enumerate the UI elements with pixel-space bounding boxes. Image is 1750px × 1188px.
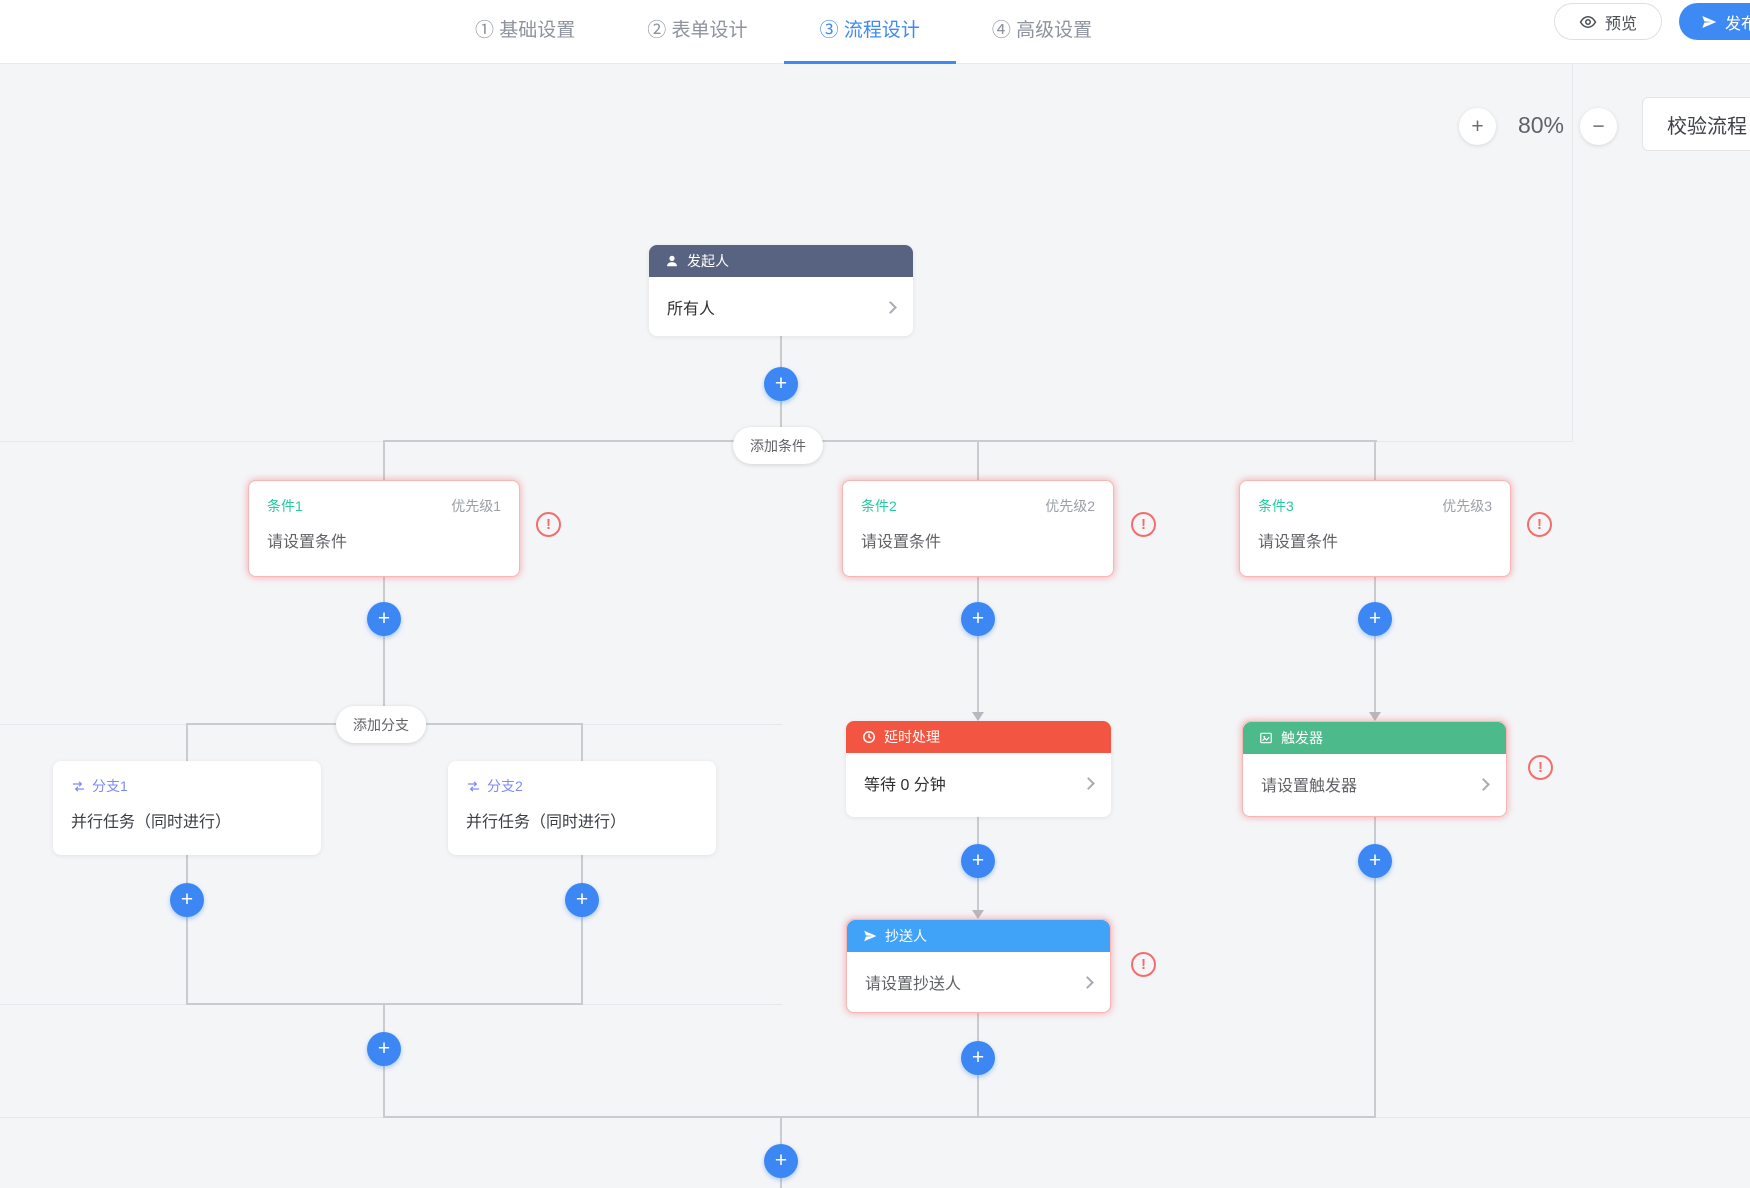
zoom-out-button[interactable]: − (1580, 108, 1617, 145)
trigger-node-header: 触发器 (1243, 722, 1506, 754)
connector-line (977, 577, 979, 713)
initiator-node-header: 发起人 (649, 245, 913, 277)
tab-advanced-settings[interactable]: ④ 高级设置 (991, 20, 1093, 41)
connector-line (383, 577, 385, 724)
condition-1-priority: 优先级1 (451, 498, 501, 514)
branch-1-node[interactable]: 分支1 并行任务（同时进行） (53, 761, 321, 855)
condition-1-node[interactable]: 条件1 优先级1 请设置条件 (248, 480, 520, 577)
tab-form-design[interactable]: ② 表单设计 (647, 20, 748, 41)
branch-2-value: 并行任务（同时进行） (466, 814, 627, 831)
warning-icon: ! (1528, 755, 1553, 780)
initiator-node[interactable]: 发起人 所有人 (649, 245, 913, 336)
initiator-title: 发起人 (687, 253, 729, 269)
cc-node[interactable]: 抄送人 请设置抄送人 (846, 919, 1111, 1013)
add-node-button[interactable]: + (1358, 844, 1392, 878)
chevron-right-icon (1081, 975, 1094, 989)
delay-title: 延时处理 (884, 729, 940, 745)
add-node-button[interactable]: + (961, 1041, 995, 1075)
flow-canvas: + 80% − 校验流程 (0, 64, 1750, 1188)
zoom-level: 80% (1517, 112, 1565, 138)
add-node-button[interactable]: + (170, 883, 204, 917)
branch-2-name: 分支2 (487, 778, 523, 794)
arrowhead-icon (972, 910, 984, 919)
connector-line (1374, 441, 1376, 480)
cc-node-header: 抄送人 (847, 920, 1110, 952)
initiator-value: 所有人 (667, 301, 716, 318)
section-divider (1572, 64, 1573, 441)
condition-2-node[interactable]: 条件2 优先级2 请设置条件 (842, 480, 1114, 577)
add-node-button[interactable]: + (764, 367, 798, 401)
add-branch-button[interactable]: 添加分支 (336, 706, 426, 743)
cc-title: 抄送人 (885, 928, 927, 944)
trigger-icon (1259, 731, 1273, 745)
trigger-title: 触发器 (1281, 730, 1323, 746)
validate-flow-button[interactable]: 校验流程 (1642, 97, 1750, 151)
delay-value: 等待 0 分钟 (864, 777, 946, 794)
paper-plane-icon (1701, 14, 1717, 30)
zoom-in-button[interactable]: + (1459, 108, 1496, 145)
top-navbar: ① 基础设置 ② 表单设计 ③ 流程设计 ④ 高级设置 预览 发布 (0, 0, 1750, 64)
condition-2-name: 条件2 (861, 498, 897, 514)
warning-icon: ! (1527, 512, 1552, 537)
condition-3-name: 条件3 (1258, 498, 1294, 514)
parallel-branch-icon (466, 779, 481, 794)
connector-line (383, 440, 1377, 442)
add-node-button[interactable]: + (764, 1144, 798, 1178)
tab-process-design[interactable]: ③ 流程设计 (783, 0, 957, 64)
connector-line (581, 855, 583, 1004)
add-condition-button[interactable]: 添加条件 (733, 427, 823, 464)
clock-icon (862, 730, 876, 744)
condition-2-value: 请设置条件 (861, 534, 942, 551)
connector-line (1374, 817, 1376, 1117)
condition-3-node[interactable]: 条件3 优先级3 请设置条件 (1239, 480, 1511, 577)
connector-line (1374, 577, 1376, 713)
add-node-button[interactable]: + (1358, 602, 1392, 636)
eye-icon (1579, 13, 1597, 31)
condition-3-value: 请设置条件 (1258, 534, 1339, 551)
chevron-right-icon (884, 300, 897, 314)
trigger-value: 请设置触发器 (1261, 778, 1358, 795)
branch-1-name: 分支1 (92, 778, 128, 794)
trigger-node[interactable]: 触发器 请设置触发器 (1242, 721, 1507, 817)
connector-line (383, 1116, 1376, 1118)
preview-label: 预览 (1604, 15, 1637, 33)
arrowhead-icon (1369, 712, 1381, 721)
condition-1-value: 请设置条件 (267, 534, 348, 551)
paper-plane-icon (863, 929, 877, 943)
cc-value: 请设置抄送人 (865, 976, 962, 993)
warning-icon: ! (1131, 512, 1156, 537)
condition-3-priority: 优先级3 (1442, 498, 1492, 514)
branch-1-value: 并行任务（同时进行） (71, 814, 232, 831)
add-node-button[interactable]: + (565, 883, 599, 917)
parallel-branch-icon (71, 779, 86, 794)
step-tabs: ① 基础设置 ② 表单设计 ③ 流程设计 ④ 高级设置 (439, 0, 1128, 64)
connector-line (186, 855, 188, 1004)
publish-button[interactable]: 发布 (1679, 3, 1750, 40)
delay-node-header: 延时处理 (846, 721, 1111, 753)
preview-button[interactable]: 预览 (1554, 3, 1662, 40)
add-node-button[interactable]: + (961, 602, 995, 636)
add-node-button[interactable]: + (367, 1032, 401, 1066)
warning-icon: ! (536, 512, 561, 537)
connector-line (977, 441, 979, 480)
publish-label: 发布 (1725, 15, 1750, 33)
arrowhead-icon (972, 712, 984, 721)
person-icon (665, 254, 679, 268)
tab-basic-settings[interactable]: ① 基础设置 (475, 20, 576, 41)
add-node-button[interactable]: + (367, 602, 401, 636)
add-node-button[interactable]: + (961, 844, 995, 878)
delay-node[interactable]: 延时处理 等待 0 分钟 (846, 721, 1111, 817)
condition-2-priority: 优先级2 (1045, 498, 1095, 514)
chevron-right-icon (1477, 777, 1490, 791)
warning-icon: ! (1131, 952, 1156, 977)
connector-line (581, 724, 583, 761)
branch-2-node[interactable]: 分支2 并行任务（同时进行） (448, 761, 716, 855)
condition-1-name: 条件1 (267, 498, 303, 514)
chevron-right-icon (1082, 776, 1095, 790)
connector-line (383, 441, 385, 480)
connector-line (186, 724, 188, 761)
